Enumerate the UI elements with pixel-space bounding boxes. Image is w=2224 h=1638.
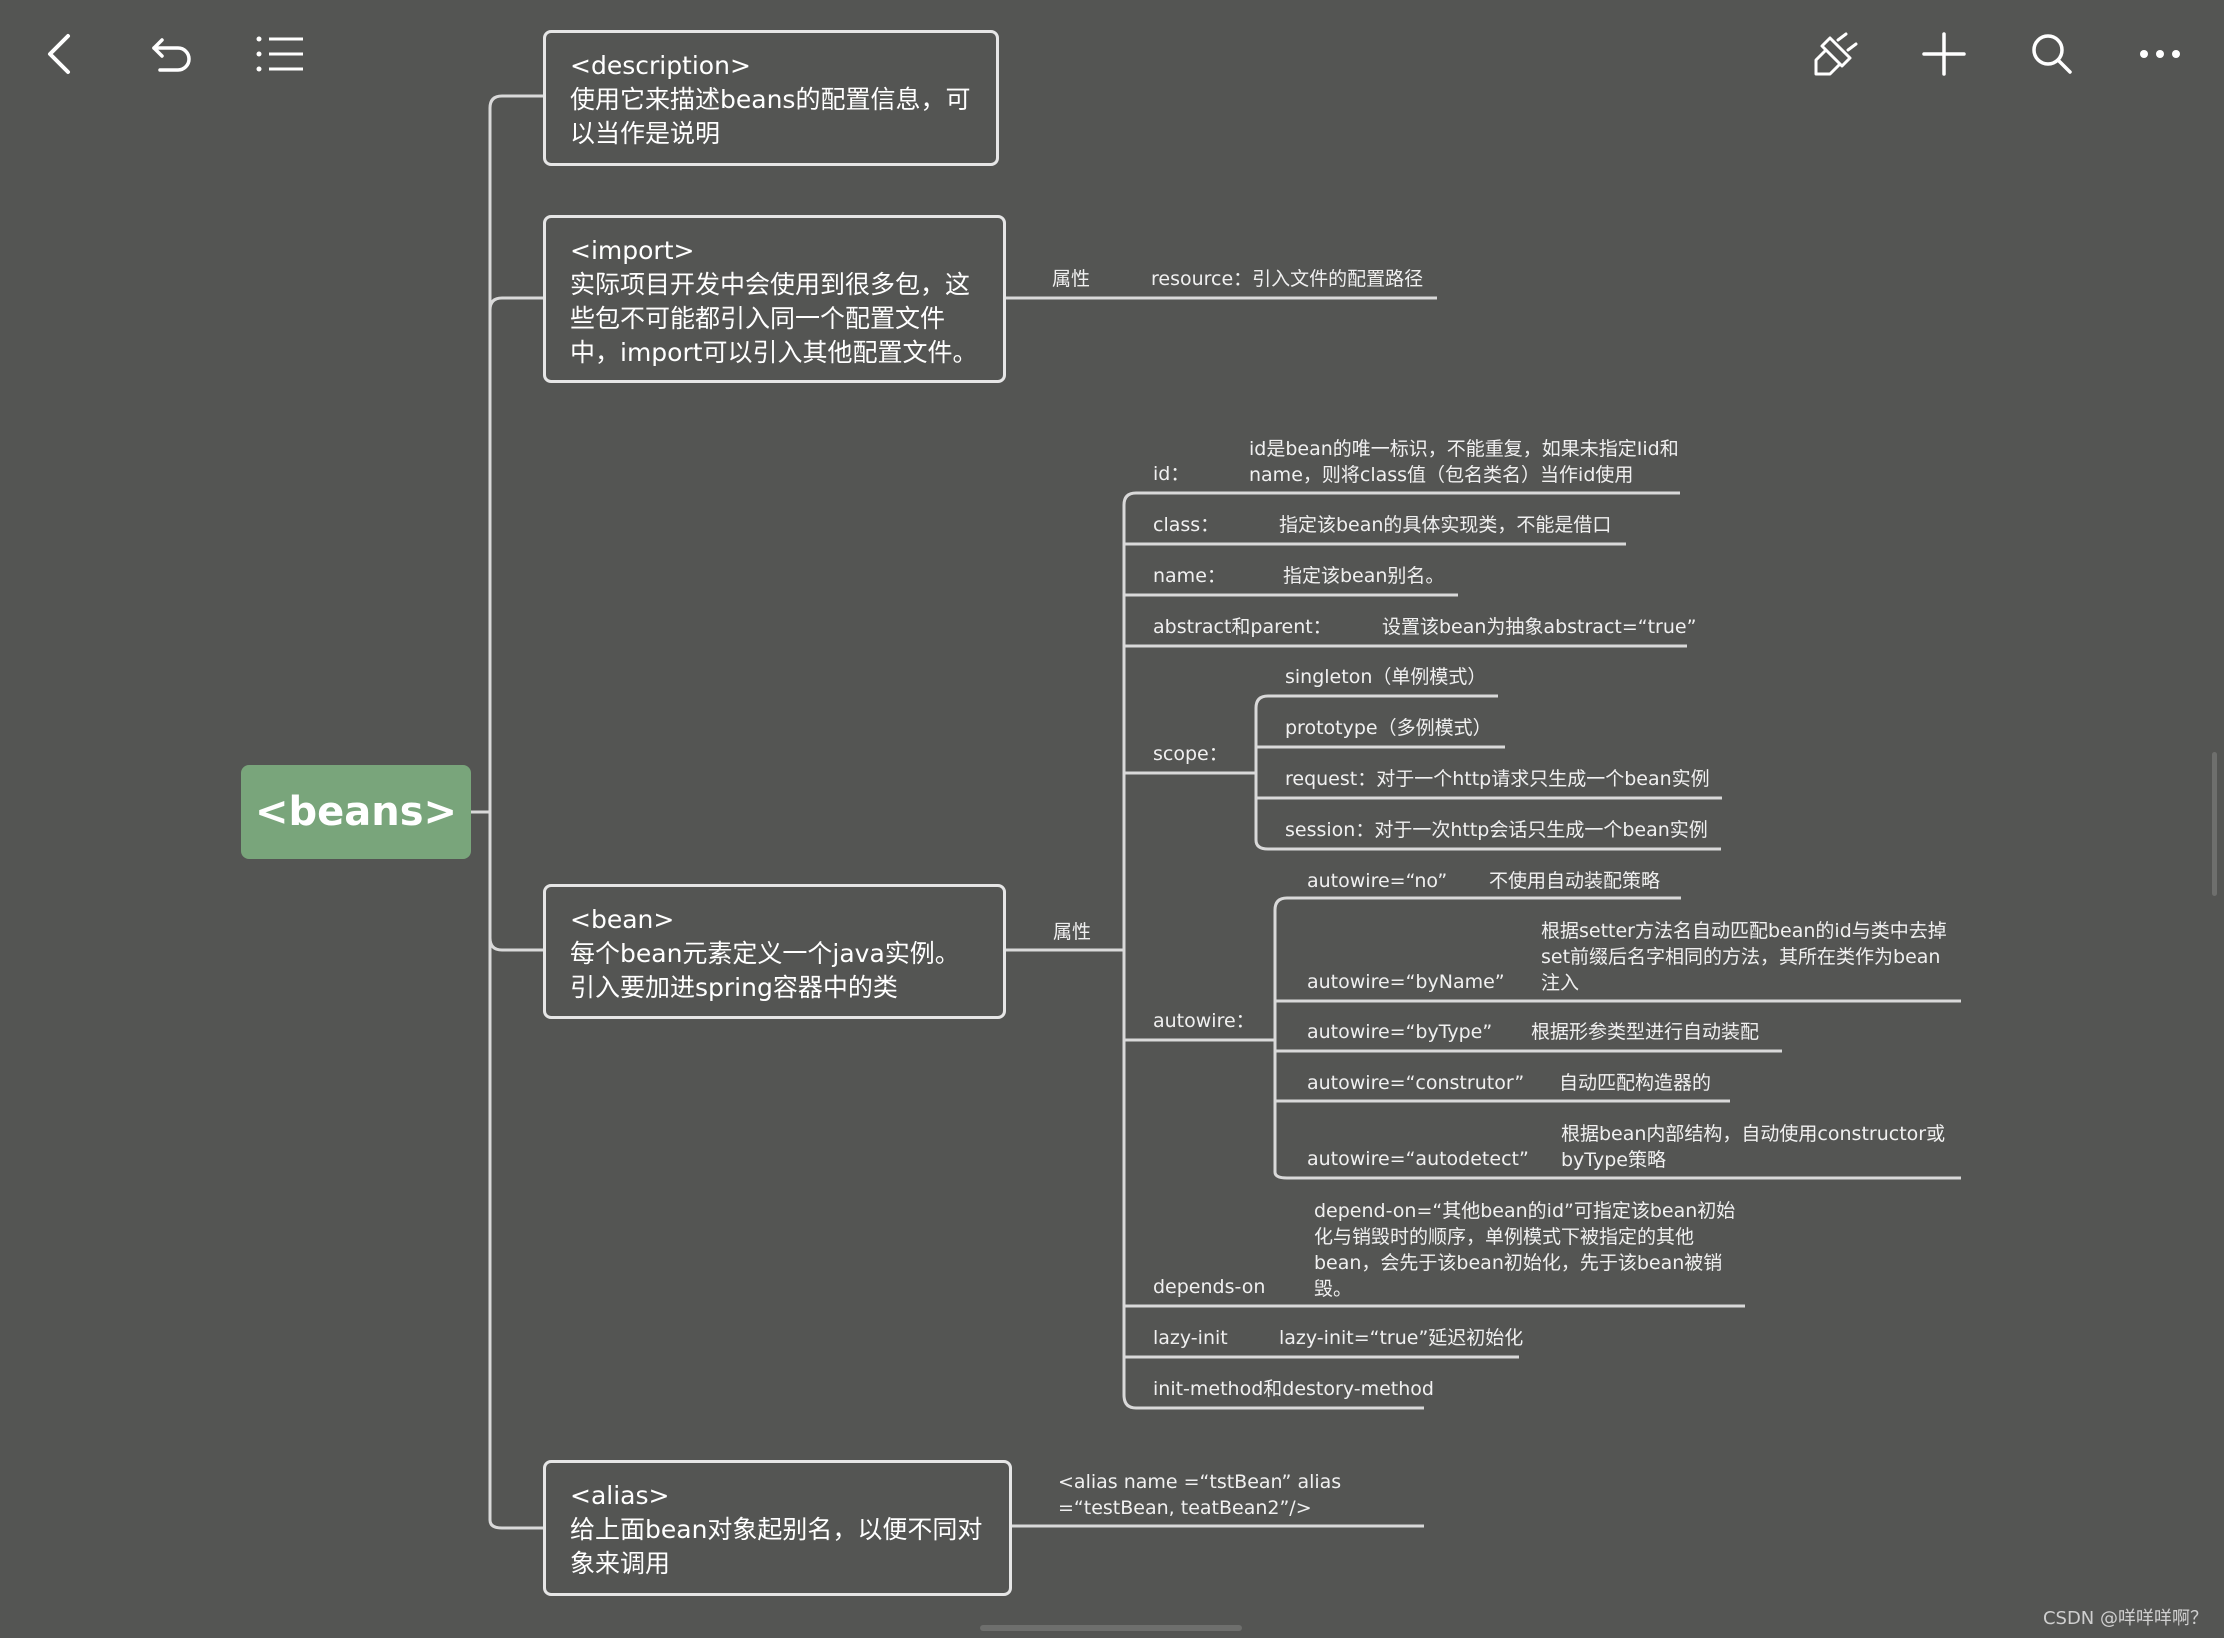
list-icon	[256, 36, 303, 72]
back-button[interactable]	[32, 26, 88, 82]
import-resource[interactable]: resource：引入文件的配置路径	[1151, 268, 1424, 290]
search-icon	[2032, 34, 2072, 74]
scope-item[interactable]: session：对于一次http会话只生成一个bean实例	[1285, 819, 1708, 841]
autowire-key[interactable]: autowire=“byType”	[1307, 1021, 1493, 1043]
brush-icon	[1814, 32, 1858, 76]
root-node[interactable]: <beans>	[241, 765, 471, 859]
abstract-desc[interactable]: 设置该bean为抽象abstract=“true”	[1382, 616, 1697, 638]
autowire-desc[interactable]: 根据形参类型进行自动装配	[1531, 1021, 1760, 1043]
scroll-indicator[interactable]	[2212, 752, 2217, 896]
description-text: 使用它来描述beans的配置信息，可以当作是说明	[570, 85, 971, 148]
bean-text: 每个bean元素定义一个java实例。引入要加进spring容器中的类	[570, 939, 960, 1002]
abstract-label[interactable]: abstract和parent：	[1153, 616, 1332, 638]
alias-text: 给上面bean对象起别名，以便不同对象来调用	[570, 1515, 983, 1578]
lazy-desc[interactable]: lazy-init=“true”延迟初始化	[1279, 1327, 1524, 1349]
root-label: <beans>	[254, 789, 458, 835]
bean-tag: <bean>	[570, 905, 675, 934]
alias-tag: <alias>	[570, 1481, 670, 1510]
bean-node[interactable]: <bean> 每个bean元素定义一个java实例。引入要加进spring容器中…	[543, 884, 1006, 1019]
autowire-key[interactable]: autowire=“autodetect”	[1307, 1148, 1529, 1170]
more-icon	[2140, 50, 2180, 58]
undo-button[interactable]	[144, 26, 200, 82]
name-label[interactable]: name：	[1153, 565, 1226, 587]
class-desc[interactable]: 指定该bean的具体实现类，不能是借口	[1279, 514, 1612, 536]
id-desc[interactable]: id是bean的唯一标识，不能重复，如果未指定Iid和name，则将class值…	[1249, 438, 1679, 486]
autowire-desc[interactable]: 根据setter方法名自动匹配bean的id与类中去掉set前缀后名字相同的方法…	[1541, 920, 1947, 994]
depends-label[interactable]: depends-on	[1153, 1276, 1266, 1298]
autowire-desc[interactable]: 根据bean内部结构，自动使用constructor或byType策略	[1561, 1123, 1946, 1171]
alias-example[interactable]: <alias name =“tstBean” alias =“testBean,…	[1058, 1471, 1342, 1519]
description-tag: <description>	[570, 51, 751, 80]
autowire-key[interactable]: autowire=“byName”	[1307, 971, 1505, 993]
plus-icon	[1922, 32, 1966, 76]
import-tag: <import>	[570, 236, 695, 265]
style-button[interactable]	[1808, 26, 1864, 82]
autowire-desc[interactable]: 不使用自动装配策略	[1489, 870, 1661, 892]
watermark: CSDN @咩咩咩啊？	[2042, 1608, 2208, 1629]
chevron-left-icon	[48, 34, 70, 74]
id-label[interactable]: id：	[1153, 463, 1190, 485]
scope-item[interactable]: singleton（单例模式）	[1285, 666, 1487, 688]
outline-button[interactable]	[252, 26, 308, 82]
scope-item[interactable]: prototype（多例模式）	[1285, 717, 1492, 739]
import-text: 实际项目开发中会使用到很多包，这些包不可能都引入同一个配置文件中，import可…	[570, 270, 978, 367]
scope-label[interactable]: scope：	[1153, 743, 1228, 765]
depends-desc[interactable]: depend-on=“其他bean的id”可指定该bean初始化与销毁时的顺序，…	[1314, 1200, 1736, 1300]
more-button[interactable]	[2132, 26, 2188, 82]
bean-attr-label[interactable]: 属性	[1053, 921, 1092, 943]
home-indicator[interactable]	[980, 1625, 1242, 1631]
import-node[interactable]: <import> 实际项目开发中会使用到很多包，这些包不可能都引入同一个配置文件…	[543, 215, 1006, 383]
undo-icon	[152, 38, 191, 72]
description-node[interactable]: <description> 使用它来描述beans的配置信息，可以当作是说明	[543, 30, 999, 166]
lazy-label[interactable]: lazy-init	[1153, 1327, 1228, 1349]
name-desc[interactable]: 指定该bean别名。	[1283, 565, 1445, 587]
search-button[interactable]	[2024, 26, 2080, 82]
import-attr-label[interactable]: 属性	[1052, 268, 1091, 290]
class-label[interactable]: class：	[1153, 514, 1220, 536]
scope-item[interactable]: request：对于一个http请求只生成一个bean实例	[1285, 768, 1710, 790]
init-label[interactable]: init-method和destory-method	[1153, 1378, 1434, 1400]
add-button[interactable]	[1916, 26, 1972, 82]
alias-node[interactable]: <alias> 给上面bean对象起别名，以便不同对象来调用	[543, 1460, 1012, 1596]
autowire-label[interactable]: autowire：	[1153, 1010, 1255, 1032]
autowire-key[interactable]: autowire=“no”	[1307, 870, 1448, 892]
autowire-key[interactable]: autowire=“construtor”	[1307, 1072, 1525, 1094]
autowire-desc[interactable]: 自动匹配构造器的	[1559, 1072, 1712, 1094]
